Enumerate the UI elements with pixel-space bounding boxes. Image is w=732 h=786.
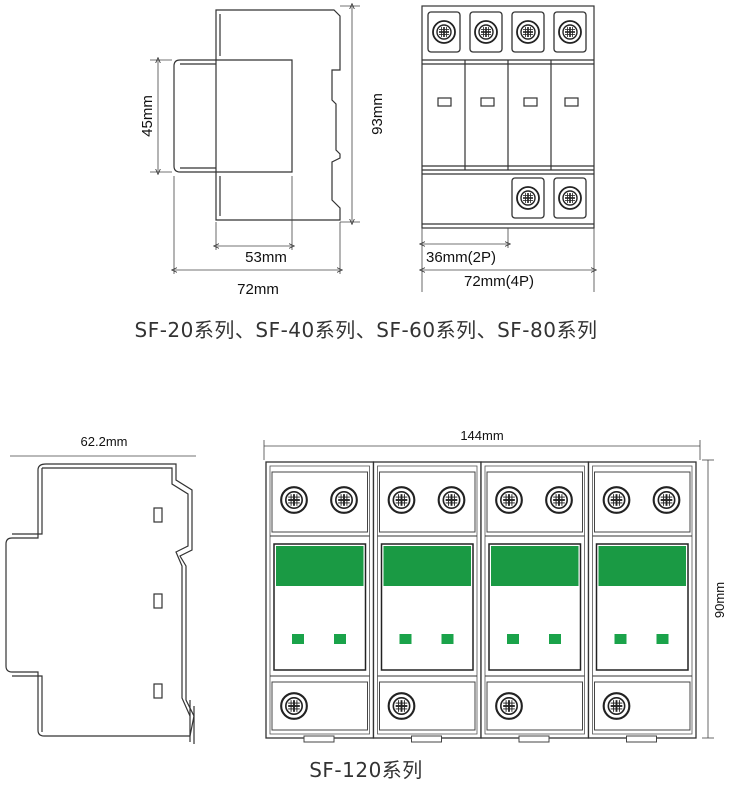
screw-icon xyxy=(602,486,631,514)
indicator-led xyxy=(549,634,561,644)
dim-93mm-label: 93mm xyxy=(369,93,386,135)
dim-144mm-lines xyxy=(263,440,701,460)
upper-terminal-block xyxy=(594,471,691,533)
indicator-led xyxy=(507,634,519,644)
lower-terminal-block xyxy=(594,681,691,731)
din-clip xyxy=(303,735,335,743)
dim-36mm-2p-label: 36mm(2P) xyxy=(426,249,496,266)
dim-90mm-lines xyxy=(702,459,714,739)
lower-terminal-block xyxy=(486,681,583,731)
screw-icon xyxy=(545,486,573,514)
dim-45mm-label: 45mm xyxy=(139,95,156,137)
screw-icon xyxy=(437,486,466,514)
status-window-green-band xyxy=(491,546,579,586)
screw-icon xyxy=(495,486,523,514)
dim-72mm-label: 72mm xyxy=(237,281,279,298)
top-front-lower-screws xyxy=(511,177,587,219)
top-front-view xyxy=(421,5,595,229)
upper-terminal-block xyxy=(379,471,476,533)
caption-series-120: SF-120系列 xyxy=(309,758,423,782)
screw-icon xyxy=(558,20,582,44)
din-clip xyxy=(411,735,442,743)
upper-terminal-block xyxy=(486,471,583,533)
upper-terminal-block xyxy=(271,471,368,533)
din-clip xyxy=(518,735,550,743)
screw-icon xyxy=(387,692,416,720)
status-window-green-band xyxy=(276,546,364,586)
indicator-led xyxy=(292,634,304,644)
top-front-upper-screws xyxy=(427,11,587,53)
indicator-led xyxy=(399,634,412,644)
dim-45mm-lines xyxy=(150,60,172,172)
screw-icon xyxy=(280,692,308,720)
screw-icon xyxy=(330,486,358,514)
top-front-indicators xyxy=(437,97,579,107)
dim-72mm-4p-label: 72mm(4P) xyxy=(464,273,534,290)
top-side-view xyxy=(173,9,341,221)
screw-icon xyxy=(516,20,540,44)
module-inner-border xyxy=(269,465,370,735)
dim-90mm-label: 90mm xyxy=(712,582,727,618)
screw-icon xyxy=(495,692,523,720)
dim-144mm-label: 144mm xyxy=(460,428,503,443)
indicator-led xyxy=(656,634,669,644)
screw-icon xyxy=(387,486,416,514)
dim-93mm-lines xyxy=(340,6,360,222)
screw-icon xyxy=(474,20,498,44)
lower-terminal-block xyxy=(271,681,368,731)
module-inner-border xyxy=(484,465,585,735)
dim-62-2mm-label: 62.2mm xyxy=(81,434,128,449)
indicator-led xyxy=(441,634,454,644)
bottom-side-slots xyxy=(153,507,163,699)
status-window-green-band xyxy=(598,546,686,586)
caption-series-20-80: SF-20系列、SF-40系列、SF-60系列、SF-80系列 xyxy=(134,318,598,342)
lower-terminal-block xyxy=(379,681,476,731)
screw-icon xyxy=(280,486,308,514)
dim-width-lines xyxy=(422,228,594,292)
status-window-green-band xyxy=(383,546,471,586)
screw-icon xyxy=(602,692,631,720)
dim-depth-lines xyxy=(174,176,340,274)
bottom-side-view xyxy=(5,463,195,744)
indicator-led xyxy=(614,634,627,644)
screw-icon xyxy=(558,186,582,210)
screw-icon xyxy=(432,20,456,44)
indicator-led xyxy=(334,634,346,644)
bottom-front-view xyxy=(265,461,697,743)
module-inner-border xyxy=(592,465,693,735)
dim-53mm-label: 53mm xyxy=(245,249,287,266)
screw-icon xyxy=(652,486,681,514)
module-inner-border xyxy=(377,465,478,735)
din-clip xyxy=(626,735,657,743)
screw-icon xyxy=(516,186,540,210)
